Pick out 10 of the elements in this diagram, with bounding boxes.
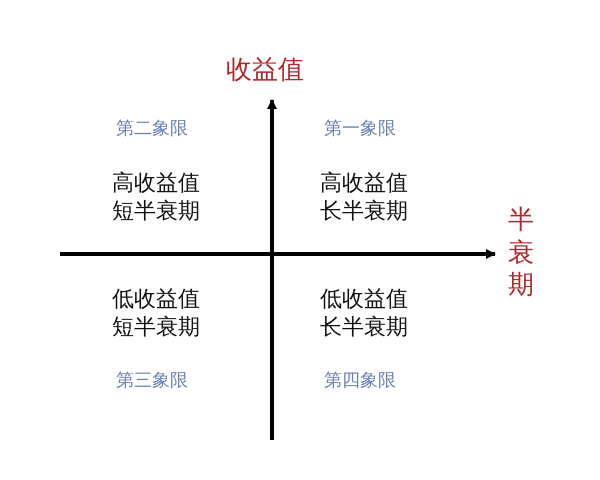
quadrant-label: 第三象限 (116, 370, 188, 392)
axis-label: 半衰期 (508, 204, 535, 302)
quadrant-description: 高收益值长半衰期 (320, 170, 409, 225)
quadrant-label: 第一象限 (324, 118, 396, 140)
quadrant-label: 第二象限 (116, 118, 188, 140)
quadrant-label: 第四象限 (324, 370, 396, 392)
quadrant-description: 低收益值短半衰期 (112, 286, 201, 341)
quadrant-description: 高收益值短半衰期 (112, 170, 201, 225)
axis-label: 收益值 (226, 54, 304, 86)
quadrant-description: 低收益值长半衰期 (320, 286, 409, 341)
